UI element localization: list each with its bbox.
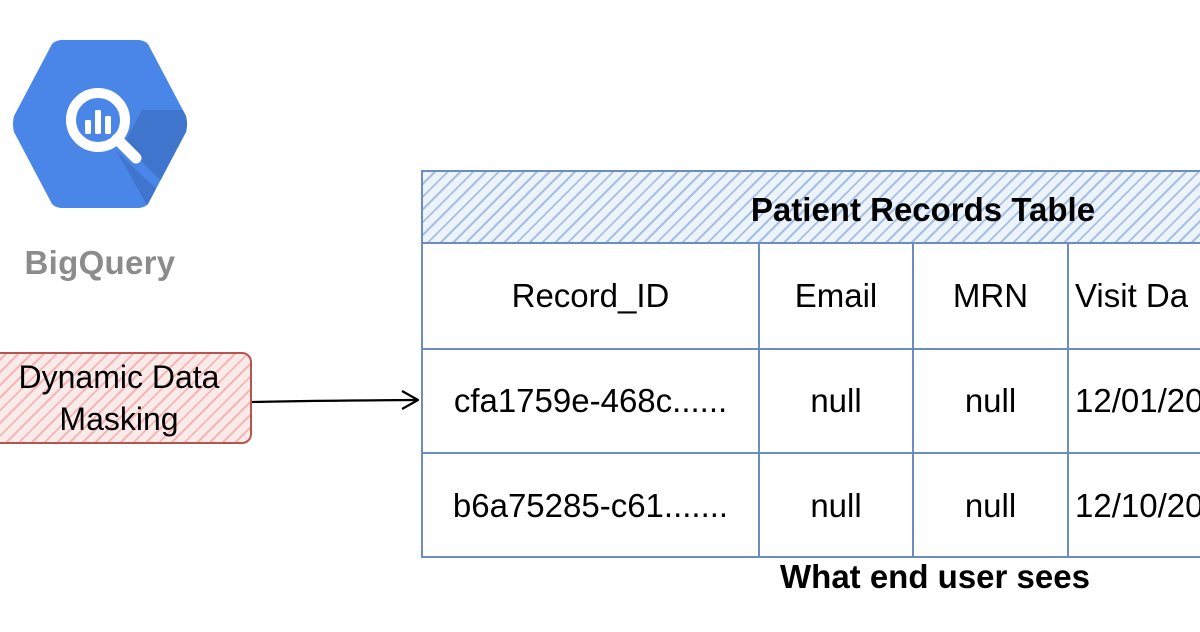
table-cell-email: null xyxy=(760,454,914,556)
table-cell-record-id: cfa1759e-468c...... xyxy=(423,350,760,454)
arrow-head-icon xyxy=(401,390,420,410)
table-cell-mrn: null xyxy=(914,350,1069,454)
header-visit-date: Visit Da xyxy=(1069,244,1200,350)
table-cell-visit-date: 12/01/20 xyxy=(1069,350,1200,454)
patient-records-table: Patient Records Table Record_ID Email MR… xyxy=(421,170,1200,558)
table-title: Patient Records Table xyxy=(750,191,1096,228)
bigquery-logo xyxy=(12,40,188,208)
dynamic-data-masking-box: Dynamic Data Masking xyxy=(0,352,252,444)
arrow-line xyxy=(251,398,417,404)
table-cell-email: null xyxy=(760,350,914,454)
bigquery-label: BigQuery xyxy=(24,244,176,281)
table-cell-mrn: null xyxy=(914,454,1069,556)
caption: What end user sees xyxy=(780,558,1090,595)
table-cell-visit-date: 12/10/20 xyxy=(1075,487,1200,524)
header-email: Email xyxy=(760,244,914,350)
dynamic-data-masking-label: Dynamic Data Masking xyxy=(18,359,220,437)
table-cell-record-id: b6a75285-c61....... xyxy=(423,454,760,556)
table-title-row: Patient Records Table xyxy=(423,172,1200,244)
header-mrn: MRN xyxy=(914,244,1069,350)
flow-arrow xyxy=(251,390,420,410)
bigquery-hexagon-icon xyxy=(13,40,187,208)
header-record-id: Record_ID xyxy=(423,244,760,350)
